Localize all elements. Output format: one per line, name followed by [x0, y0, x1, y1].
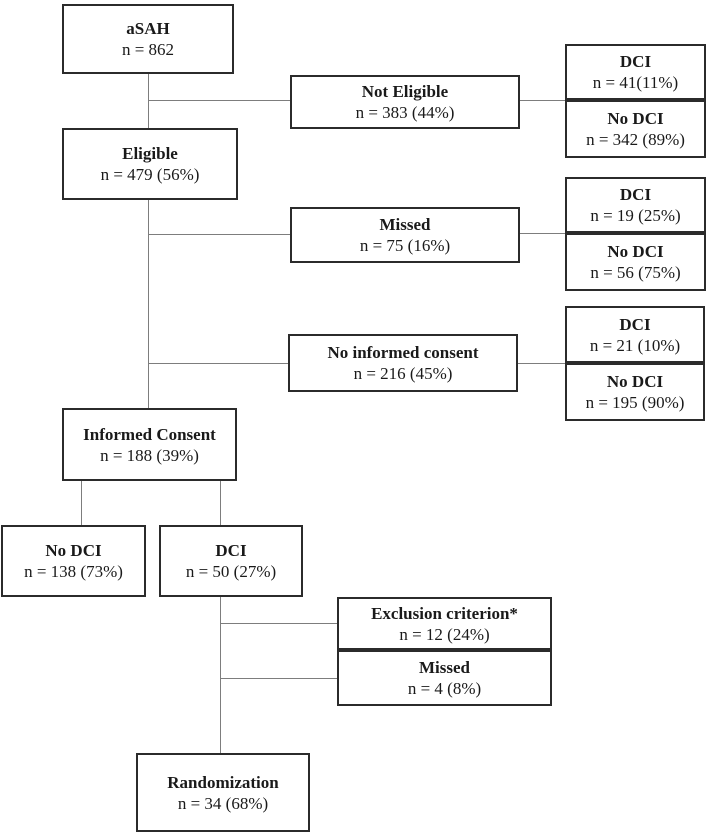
- flow-box-informed-consent: Informed Consent n = 188 (39%): [62, 408, 237, 481]
- connector-informed-consent-dci: [220, 481, 221, 525]
- box-value: n = 383 (44%): [355, 103, 455, 122]
- box-value: n = 41(11%): [592, 73, 679, 92]
- box-label: Informed Consent: [83, 424, 216, 444]
- box-value: n = 12 (24%): [399, 624, 490, 644]
- flow-box-no-informed-consent: No informed consent n = 216 (45%): [288, 334, 518, 392]
- connector-dci-exclusion: [220, 623, 337, 624]
- box-label: No DCI: [606, 372, 664, 391]
- connector-not-eligible-dci-group: [520, 100, 565, 101]
- box-label: DCI: [619, 185, 652, 204]
- connector-spine-no-consent: [148, 363, 288, 364]
- box-label: Missed: [419, 658, 470, 677]
- box-value: n = 479 (56%): [100, 165, 200, 184]
- box-value: n = 34 (68%): [177, 793, 269, 813]
- connector-dci-missed: [220, 678, 337, 679]
- box-label: No informed consent: [327, 343, 479, 362]
- box-label: Missed: [379, 215, 431, 234]
- box-value: n = 195 (90%): [585, 393, 685, 412]
- flow-box-exclusion-criterion: Exclusion criterion* n = 12 (24%): [337, 597, 552, 650]
- flow-box-not-eligible: Not Eligible n = 383 (44%): [290, 75, 520, 129]
- box-value: n = 188 (39%): [100, 445, 199, 465]
- box-label: Randomization: [167, 772, 279, 792]
- box-value: n = 56 (75%): [590, 263, 681, 282]
- flow-box-missed-dci: DCI n = 19 (25%): [565, 177, 706, 233]
- flow-box-not-eligible-no-dci: No DCI n = 342 (89%): [565, 100, 706, 158]
- connector-missed-dci-group: [520, 233, 565, 234]
- box-label: DCI: [619, 52, 652, 71]
- box-value: n = 862: [121, 40, 175, 59]
- box-value: n = 75 (16%): [359, 236, 451, 255]
- flow-box-consent-dci: DCI n = 50 (27%): [159, 525, 303, 597]
- box-value: n = 19 (25%): [590, 206, 681, 225]
- flow-box-missed-no-dci: No DCI n = 56 (75%): [565, 233, 706, 291]
- box-label: No DCI: [607, 109, 664, 128]
- connector-spine-not-eligible: [148, 100, 290, 101]
- box-label: Eligible: [122, 144, 178, 163]
- box-label: Not Eligible: [361, 82, 449, 101]
- box-label: No DCI: [607, 242, 664, 261]
- box-value: n = 342 (89%): [586, 130, 685, 149]
- flow-box-missed-before-randomization: Missed n = 4 (8%): [337, 650, 552, 706]
- flow-box-no-consent-no-dci: No DCI n = 195 (90%): [565, 363, 705, 421]
- connector-asah-eligible: [148, 74, 149, 128]
- box-value: n = 50 (27%): [185, 562, 277, 581]
- box-label: Exclusion criterion*: [371, 603, 518, 623]
- box-label: aSAH: [126, 19, 170, 38]
- flow-box-missed: Missed n = 75 (16%): [290, 207, 520, 263]
- flow-box-asah: aSAH n = 862: [62, 4, 234, 74]
- box-label: DCI: [619, 314, 651, 334]
- flow-box-no-consent-dci: DCI n = 21 (10%): [565, 306, 705, 363]
- box-label: DCI: [215, 541, 247, 560]
- box-value: n = 138 (73%): [24, 562, 123, 581]
- box-value: n = 216 (45%): [353, 364, 453, 383]
- flow-box-eligible: Eligible n = 479 (56%): [62, 128, 238, 200]
- flow-box-consent-no-dci: No DCI n = 138 (73%): [1, 525, 146, 597]
- box-value: n = 21 (10%): [589, 335, 681, 355]
- connector-no-consent-dci-group: [518, 363, 565, 364]
- connector-informed-consent-no-dci: [81, 481, 82, 525]
- connector-spine-missed: [148, 234, 290, 235]
- box-value: n = 4 (8%): [407, 679, 482, 698]
- flow-box-not-eligible-dci: DCI n = 41(11%): [565, 44, 706, 100]
- connector-eligible-informed-consent: [148, 200, 149, 410]
- connector-dci-randomization: [220, 597, 221, 753]
- box-label: No DCI: [45, 541, 102, 560]
- flow-box-randomization: Randomization n = 34 (68%): [136, 753, 310, 832]
